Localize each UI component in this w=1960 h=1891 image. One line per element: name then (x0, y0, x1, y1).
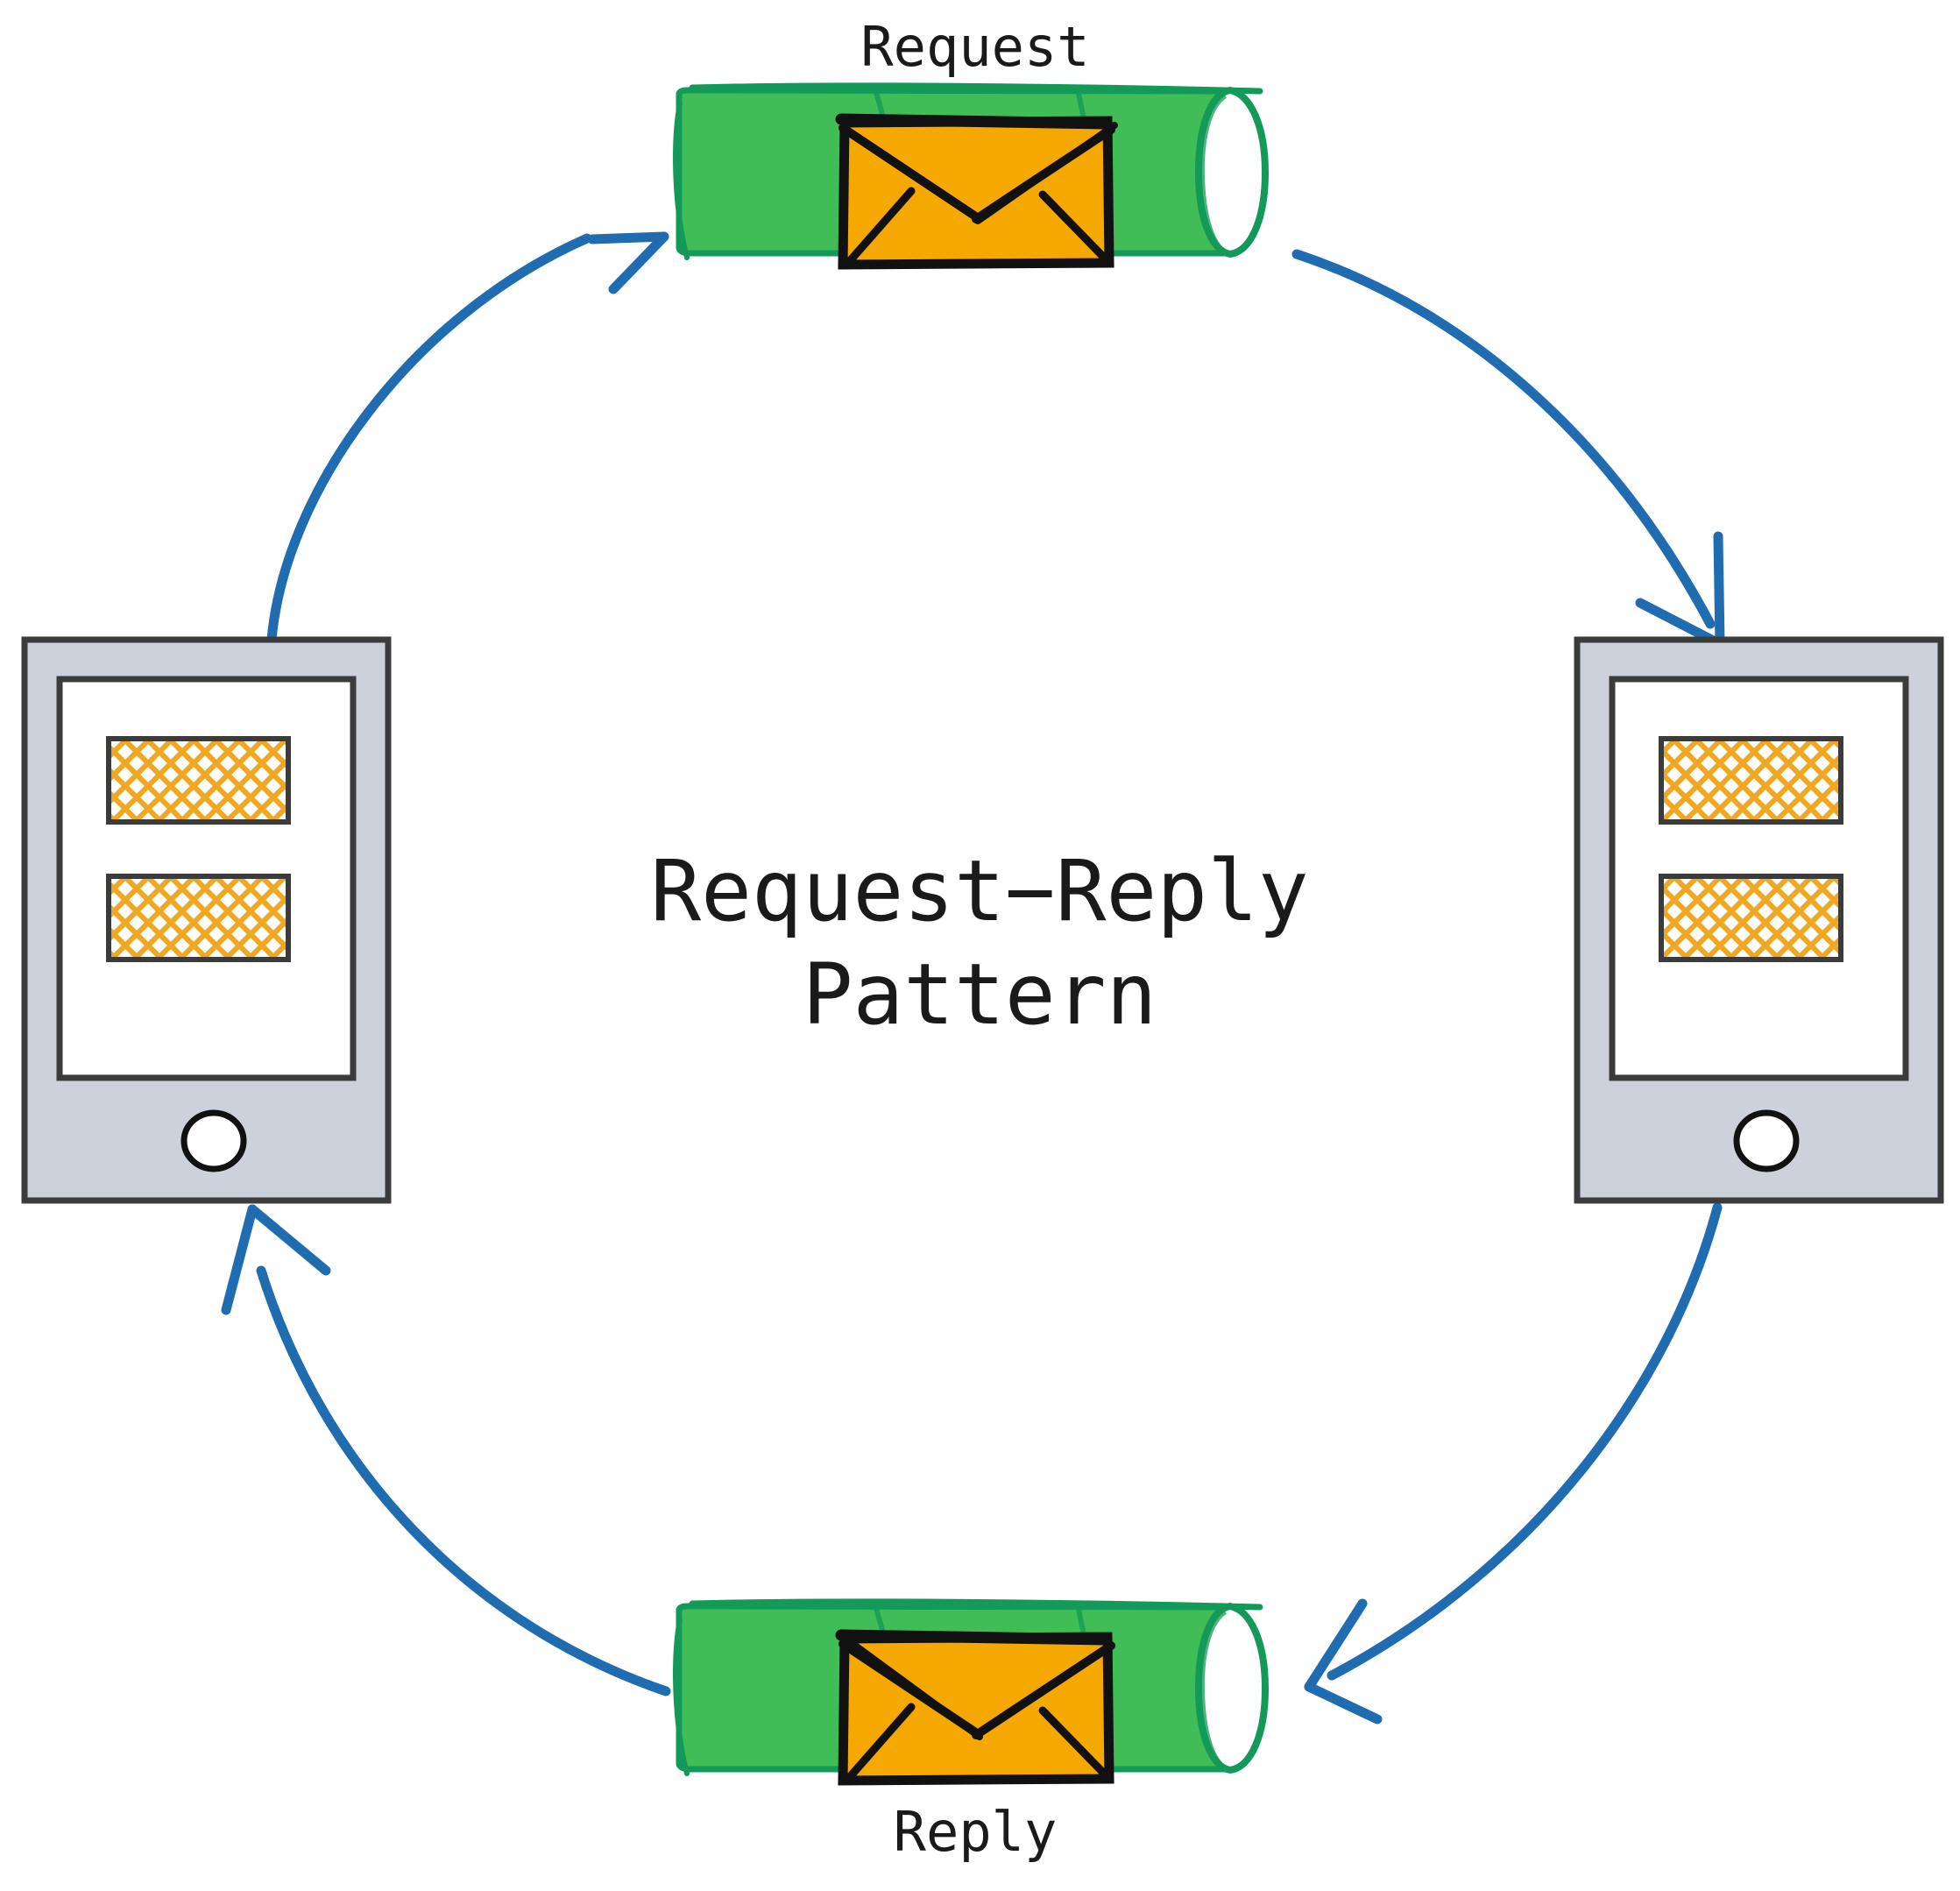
queue-reply-label: Reply (894, 1800, 1058, 1864)
page-title-line-2: Pattern (803, 946, 1157, 1044)
queue-open-end (1194, 86, 1270, 259)
queue-open-end-sketch (1200, 1611, 1228, 1770)
device-right[interactable] (1574, 636, 1944, 1204)
queue-sketch-top (689, 1598, 1263, 1611)
screen-content-row (1659, 736, 1843, 825)
screen-content-row (106, 736, 291, 825)
queue-request[interactable] (673, 82, 1270, 270)
page-title: Request−Reply Pattern (650, 842, 1308, 1044)
home-button[interactable] (1733, 1109, 1800, 1172)
queue-open-end (1194, 1602, 1270, 1774)
queue-sketch-top (689, 82, 1263, 95)
envelope-icon (835, 1629, 1115, 1786)
edge-reply-queue-to-left-device[interactable] (221, 1204, 671, 1696)
edge-right-device-to-reply-queue[interactable] (1304, 1202, 1723, 1725)
queue-open-end-sketch (1200, 95, 1228, 254)
queue-sketch-left (673, 101, 690, 260)
screen-content-row (1659, 874, 1843, 962)
queue-request-label: Request (860, 15, 1089, 79)
queue-sketch-left (673, 1617, 690, 1776)
home-button[interactable] (180, 1109, 247, 1172)
page-title-line-1: Request−Reply (650, 842, 1308, 940)
envelope-icon (835, 113, 1118, 270)
queue-reply[interactable] (673, 1598, 1270, 1786)
edge-request-queue-to-right-device[interactable] (1291, 249, 1725, 649)
device-left[interactable] (21, 636, 392, 1204)
screen-content-row (106, 874, 291, 962)
edge-left-device-to-request-queue[interactable] (266, 231, 669, 645)
